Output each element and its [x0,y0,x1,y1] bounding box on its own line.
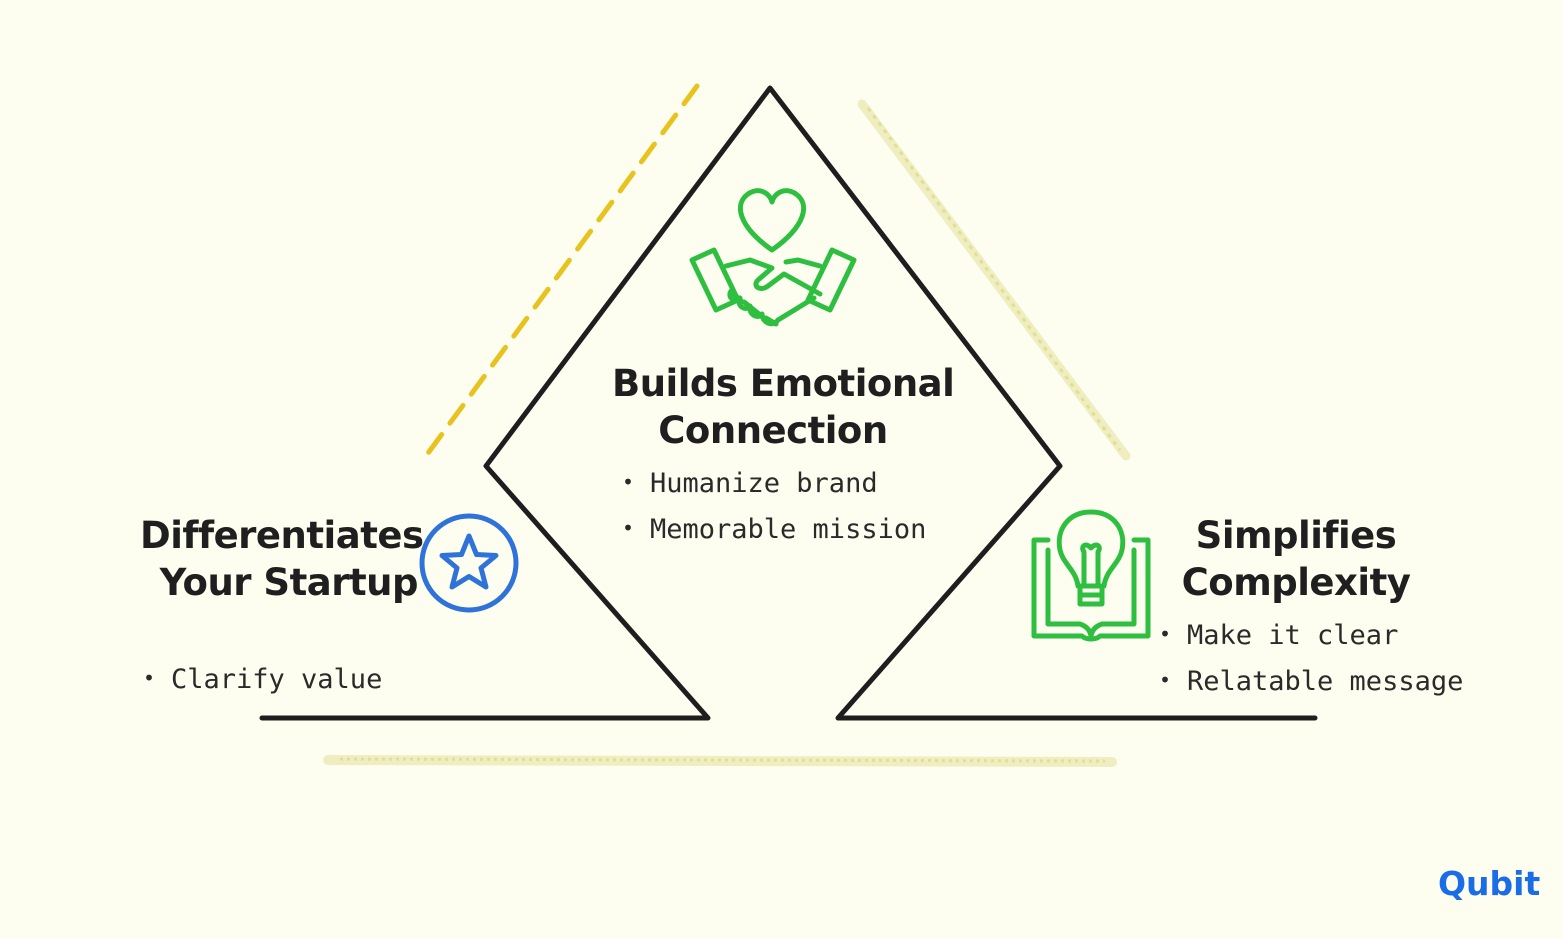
center-bullet-item: Humanize brand [622,460,926,506]
center-heading-line1: Builds Emotional [612,362,955,405]
decorative-chalk-stroke-right [857,99,1131,461]
decorative-chalk-stroke-bottom [323,755,1117,767]
left-heading-line2: Your Startup [159,561,419,604]
center-heading-line2: Connection [658,409,888,452]
center-bullet-list: Humanize brand Memorable mission [622,460,926,552]
left-bullet-item: Clarify value [143,656,382,702]
decorative-dash-line [420,83,700,463]
right-heading-line1: Simplifies [1195,514,1397,557]
center-bullet-item: Memorable mission [622,506,926,552]
pyramid-outline [259,85,1318,721]
lightbulb-book-icon [1031,509,1151,642]
left-heading-line1: Differentiates [140,514,424,557]
center-heading: Builds Emotional Connection [612,360,955,454]
left-heading: Differentiates Your Startup [140,512,424,606]
qubit-logo-text: Qubit [1438,864,1541,903]
right-bullet-item: Relatable message [1159,658,1463,704]
right-bullet-item: Make it clear [1159,612,1463,658]
right-heading-line2: Complexity [1181,561,1411,604]
star-circle-icon [419,513,519,613]
left-bullet-list: Clarify value [143,656,382,702]
heart-handshake-icon [689,188,857,327]
qubit-logo: Qubit [1438,864,1540,904]
right-heading: Simplifies Complexity [1168,512,1424,606]
right-bullet-list: Make it clear Relatable message [1159,612,1463,704]
